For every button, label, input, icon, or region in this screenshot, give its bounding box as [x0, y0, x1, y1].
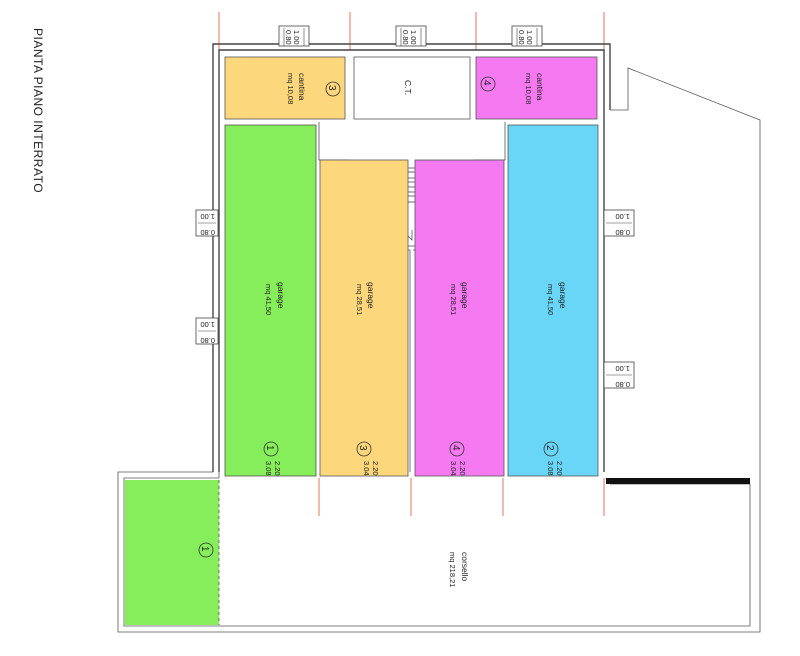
garage-2-number: 2: [544, 445, 555, 451]
svg-text:0.80: 0.80: [284, 30, 293, 45]
corsello-label: corsello: [460, 552, 470, 582]
ct-label: C.T.: [403, 80, 413, 95]
ramp-edge: [606, 478, 750, 484]
cantina-4-number: 4: [481, 80, 492, 86]
window-ct: [395, 25, 427, 47]
garage-3-area: mq 28,51: [355, 284, 364, 315]
svg-text:1.00: 1.00: [292, 30, 301, 45]
ct-room: C.T. 0.80 1.00: [353, 25, 471, 120]
svg-text:1.00: 1.00: [615, 364, 630, 373]
svg-text:3.08: 3.08: [546, 461, 555, 476]
garage-4-area: mq 28,51: [449, 284, 458, 315]
cantina-4-area: mq 10,08: [524, 73, 533, 104]
svg-text:0.80: 0.80: [615, 380, 630, 389]
cantina-3-area: mq 10,08: [286, 73, 295, 104]
plan-title: PIANTA PIANO INTERRATO: [31, 28, 45, 193]
garage-4-number: 4: [450, 445, 461, 451]
garage-2-label: garage: [558, 282, 568, 309]
window-cantina-4: 0.80 1.00: [511, 25, 543, 47]
svg-text:2.20: 2.20: [273, 461, 282, 476]
garage-1-area: mq 41,50: [264, 284, 273, 315]
garage-2: garage mq 41,50 2 3.08 2.20: [507, 124, 599, 477]
garage-3-label: garage: [366, 282, 376, 309]
svg-text:0.80: 0.80: [200, 228, 215, 237]
svg-text:1.00: 1.00: [200, 212, 215, 221]
svg-text:1.00: 1.00: [615, 212, 630, 221]
svg-text:0.80: 0.80: [401, 30, 410, 45]
cantina-4: cantina mq 10,08 4: [475, 56, 598, 120]
garage-3-number: 3: [357, 445, 368, 451]
svg-text:3.08: 3.08: [264, 461, 273, 476]
garage-1: garage mq 41,50 1 3.08 2.20: [224, 124, 317, 477]
svg-text:2.20: 2.20: [458, 461, 467, 476]
corsello: 1 corsello mq 218,21: [125, 480, 470, 625]
cantina-3-label: cantina: [297, 73, 307, 101]
svg-text:1.00: 1.00: [409, 30, 418, 45]
garage-4-label: garage: [460, 282, 470, 309]
window-left-1: 1.00 0.80: [195, 209, 219, 237]
window-right-2: 1.00 0.80: [603, 361, 635, 389]
corsello-area: mq 218,21: [448, 552, 457, 587]
cantina-3-number: 3: [326, 85, 337, 91]
cantina-3: cantina mq 10,08 3: [224, 56, 346, 120]
garage-3: garage mq 28,51 3 3.04 2.20: [319, 159, 409, 477]
svg-text:0.80: 0.80: [517, 30, 526, 45]
cantina-4-label: cantina: [535, 73, 545, 101]
garage-1-number: 1: [264, 445, 275, 451]
corsello-number: 1: [199, 546, 210, 552]
building-outline: [117, 43, 761, 633]
garage-2-area: mq 41,50: [546, 284, 555, 315]
svg-text:2.20: 2.20: [371, 461, 380, 476]
svg-text:1.00: 1.00: [525, 30, 534, 45]
window-left-2: 1.00 0.80: [195, 317, 219, 345]
svg-text:0.80: 0.80: [615, 228, 630, 237]
svg-text:2.20: 2.20: [555, 461, 564, 476]
window-right-1: 1.00 0.80: [603, 209, 635, 237]
svg-text:0.80: 0.80: [200, 336, 215, 345]
garage-4: garage mq 28,51 4 3.04 2.20: [414, 159, 505, 477]
svg-text:3.04: 3.04: [449, 461, 458, 476]
svg-text:1.00: 1.00: [200, 320, 215, 329]
window-cantina-3: 0.80 1.00: [278, 25, 310, 47]
svg-text:3.04: 3.04: [362, 461, 371, 476]
garage-1-label: garage: [276, 282, 286, 309]
